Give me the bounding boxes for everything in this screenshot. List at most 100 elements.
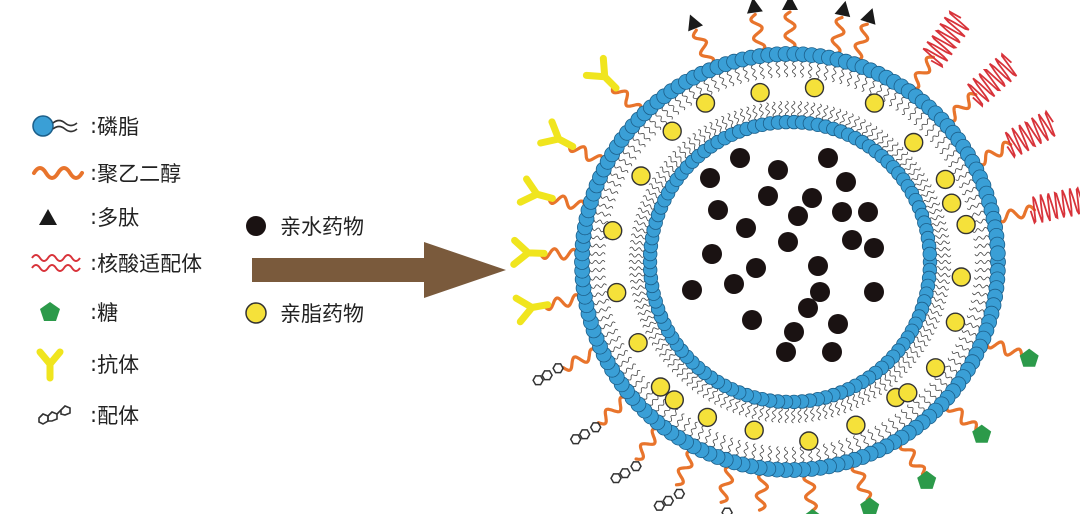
legend-item-ligand: : 配体 xyxy=(28,395,139,435)
hydrophilic-drug xyxy=(822,342,842,362)
hydrophilic-drug-icon xyxy=(246,216,266,236)
lipophilic-drug xyxy=(925,358,946,378)
peg-chain xyxy=(783,10,797,52)
drug-legend-lipophilic: 亲脂药物 xyxy=(244,295,364,331)
hydrophilic-drug xyxy=(858,202,878,222)
hydrophilic-drug xyxy=(818,148,838,168)
lipophilic-drug xyxy=(799,431,819,451)
hydrophilic-drug xyxy=(842,230,862,250)
hydrophilic-drug xyxy=(682,280,702,300)
peg-chain xyxy=(945,91,978,123)
peg-chain xyxy=(910,55,935,91)
lipophilic-drug xyxy=(941,193,962,213)
hydrophilic-drug xyxy=(730,148,750,168)
lipophilic-drug xyxy=(631,166,651,186)
drug-legend-hydrophilic: 亲水药物 xyxy=(244,208,364,244)
ligand-marker xyxy=(610,473,622,484)
peg-chain xyxy=(691,28,716,67)
legend-item-peg: : 聚乙二醇 xyxy=(28,153,181,193)
hydrophilic-drug xyxy=(784,322,804,342)
peg-chain xyxy=(610,83,643,114)
peptide-marker xyxy=(782,0,798,10)
legend-separator: : xyxy=(90,251,98,275)
peg-chain xyxy=(538,247,580,261)
peg-chain xyxy=(853,22,870,62)
lipophilic-drug xyxy=(603,220,623,241)
peptide-marker xyxy=(860,8,876,25)
ligand-marker xyxy=(662,495,675,506)
lipophilic-drug xyxy=(804,77,825,98)
ligand-marker xyxy=(532,375,544,386)
lipophilic-drug-label: 亲脂药物 xyxy=(280,302,364,326)
hydrophilic-drug xyxy=(864,282,884,302)
legend-separator: : xyxy=(90,205,98,229)
hydrophilic-drug xyxy=(828,314,848,334)
lipophilic-drug xyxy=(945,312,966,332)
lipophilic-drug xyxy=(628,333,648,353)
antibody-marker xyxy=(512,294,552,326)
peptide-marker xyxy=(688,14,704,32)
ligand-marker xyxy=(673,488,686,499)
peg-chain xyxy=(596,395,630,426)
sugar-marker xyxy=(917,470,937,489)
lipophilic-drug xyxy=(846,415,866,435)
legend-label-antibody: 抗体 xyxy=(97,353,140,377)
lipophilic-drug-icon xyxy=(245,302,267,324)
legend-item-phospholipid: : 磷脂 xyxy=(28,106,139,146)
peg-chain xyxy=(898,440,927,476)
peg-chain xyxy=(542,293,583,312)
hydrophilic-drug xyxy=(832,202,852,222)
lipid-head xyxy=(989,245,1006,262)
hydrophilic-drug xyxy=(768,160,788,180)
sugar-marker xyxy=(860,497,880,514)
ligand-marker xyxy=(578,429,591,440)
antibody-marker xyxy=(582,54,620,92)
antibody-marker xyxy=(516,175,556,206)
aptamer-icon xyxy=(28,245,90,281)
aptamer-marker xyxy=(1004,109,1056,159)
ligand-marker xyxy=(589,422,602,433)
hydrophilic-drug xyxy=(788,206,808,226)
peg-chain xyxy=(802,471,819,513)
lipid-heads xyxy=(574,46,1006,478)
lipophilic-drug xyxy=(744,420,764,440)
hydrophilic-drug-label: 亲水药物 xyxy=(280,215,364,239)
lipophilic-drug xyxy=(697,407,718,428)
legend-item-aptamer: : 核酸适配体 xyxy=(28,243,202,283)
lipophilic-drug xyxy=(750,82,770,103)
aptamer-marker xyxy=(922,10,970,69)
antibody-marker xyxy=(537,118,577,151)
legend-label-peptide: 多肽 xyxy=(97,206,140,230)
hydrophilic-drug xyxy=(708,200,728,220)
legend-separator: : xyxy=(90,114,98,138)
sugar-marker xyxy=(1019,348,1039,367)
peg-chains xyxy=(538,10,1037,513)
ligand-marker xyxy=(552,363,564,374)
phospholipid-icon xyxy=(28,108,90,144)
legend-separator: : xyxy=(90,352,98,376)
lipophilic-drug xyxy=(935,169,956,190)
hydrophilic-drug xyxy=(700,168,720,188)
peptide-marker xyxy=(747,0,763,14)
legend-label-phospholipid: 磷脂 xyxy=(97,115,140,139)
peg-icon xyxy=(28,155,90,191)
legend-label-sugar: 糖 xyxy=(97,301,119,325)
lipophilic-drug xyxy=(898,383,918,403)
peg-chain xyxy=(634,427,662,461)
ligand-marker xyxy=(653,500,666,511)
legend-label-ligand: 配体 xyxy=(97,404,140,428)
sugar-icon xyxy=(28,294,90,330)
lipophilic-drug xyxy=(956,214,976,235)
lipophilic-drug xyxy=(904,132,924,153)
peg-chain xyxy=(975,140,1013,167)
hydrophilic-drug xyxy=(724,274,744,294)
hydrophilic-drug xyxy=(808,256,828,276)
arrow-icon xyxy=(252,242,506,298)
peg-chain xyxy=(754,470,770,512)
hydrophilic-drug xyxy=(864,238,884,258)
lipophilic-drug xyxy=(662,121,682,141)
hydrophilic-drug xyxy=(778,232,798,252)
hydrophilic-drug xyxy=(802,188,822,208)
legend-label-aptamer: 核酸适配体 xyxy=(97,252,203,276)
